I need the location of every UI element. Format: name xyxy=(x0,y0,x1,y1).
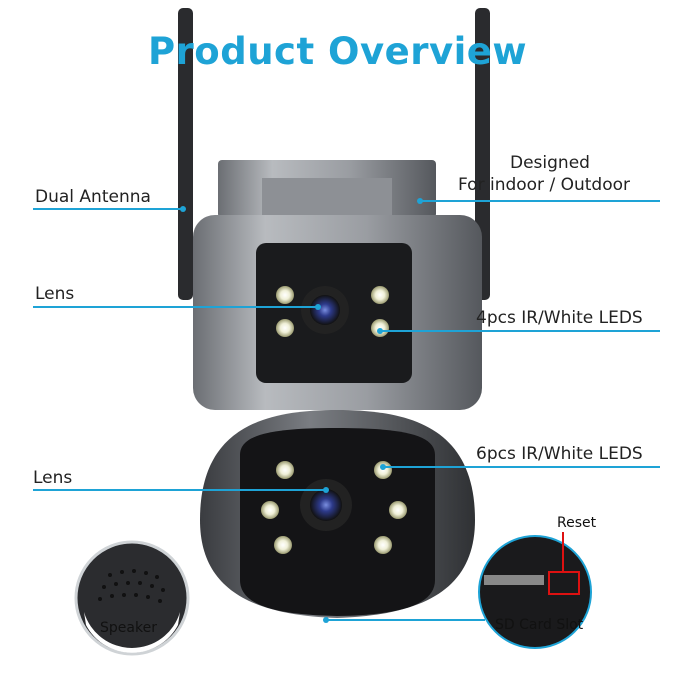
label-speaker: Speaker xyxy=(100,620,157,636)
page-title: Product Overview xyxy=(147,30,528,73)
callout-lines xyxy=(33,200,660,621)
label-lower-leds: 6pcs IR/White LEDS xyxy=(476,444,643,464)
label-lower-lens: Lens xyxy=(33,468,73,488)
sd-card-detail xyxy=(478,532,592,662)
left-antenna xyxy=(178,8,193,300)
label-reset: Reset xyxy=(557,515,597,531)
label-indoor-outdoor: For indoor / Outdoor xyxy=(458,175,630,195)
upper-leds xyxy=(276,286,389,337)
label-upper-leds: 4pcs IR/White LEDS xyxy=(476,308,643,328)
speaker-detail xyxy=(74,540,190,656)
label-dual-antenna: Dual Antenna xyxy=(35,187,151,207)
label-sd-card-slot: SD Card Slot xyxy=(495,617,584,633)
label-upper-lens: Lens xyxy=(35,284,75,304)
label-designed: Designed xyxy=(510,153,590,173)
